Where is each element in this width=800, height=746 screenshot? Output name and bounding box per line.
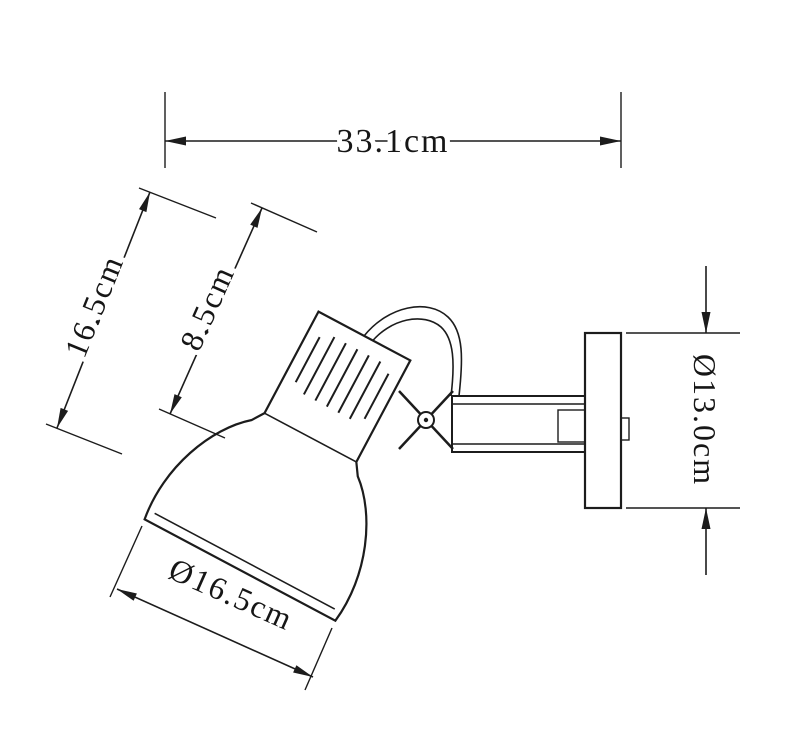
vent-slot xyxy=(325,348,359,408)
shade-rim-inner-line xyxy=(154,512,336,610)
total-width-label: 33.1cm xyxy=(336,123,449,160)
arrowhead-left xyxy=(117,589,137,601)
lamp-head xyxy=(143,310,412,623)
extension-line-bottom xyxy=(45,423,123,455)
power-cord-inner xyxy=(369,318,454,397)
wall-plate xyxy=(583,331,630,510)
arrowhead-bottom xyxy=(57,407,69,428)
arrowhead-top xyxy=(701,312,711,333)
arrowhead-bottom xyxy=(170,394,182,414)
arrowhead-top xyxy=(139,192,150,213)
extension-line-right xyxy=(304,627,333,691)
base-diameter-label: Ø13.0cm xyxy=(687,354,723,486)
arrowhead-left xyxy=(165,136,186,146)
arrowhead-bottom xyxy=(701,508,711,529)
extension-line-left xyxy=(109,525,143,598)
arrowhead-top xyxy=(250,208,262,228)
dimension-line xyxy=(56,191,151,429)
power-cord-outer xyxy=(363,305,463,397)
vent-slot xyxy=(303,336,336,395)
mounting-arm xyxy=(451,395,586,453)
wall-plate-body xyxy=(583,331,623,510)
arrowhead-right xyxy=(293,665,313,677)
extension-line-top xyxy=(250,202,318,233)
extension-line-top xyxy=(138,187,217,219)
dimension-line xyxy=(116,588,314,678)
dimension-total-width: 33.1cm xyxy=(164,92,622,168)
dimension-line xyxy=(169,207,263,415)
vent-slot xyxy=(363,373,390,420)
knob-pivot-center xyxy=(423,417,429,423)
wall-plate-tab xyxy=(620,417,630,441)
vent-slot xyxy=(348,360,382,420)
dimension-base-diameter: Ø13.0cm xyxy=(626,266,740,575)
lamp-drawing xyxy=(143,305,630,623)
vent-slot xyxy=(337,354,370,414)
adjustment-knob xyxy=(398,390,454,450)
vent-slot xyxy=(314,342,347,402)
vent-slot xyxy=(294,336,321,383)
shade-neck-line xyxy=(264,412,357,463)
arrowhead-right xyxy=(600,136,621,146)
vent-slots xyxy=(294,336,390,420)
